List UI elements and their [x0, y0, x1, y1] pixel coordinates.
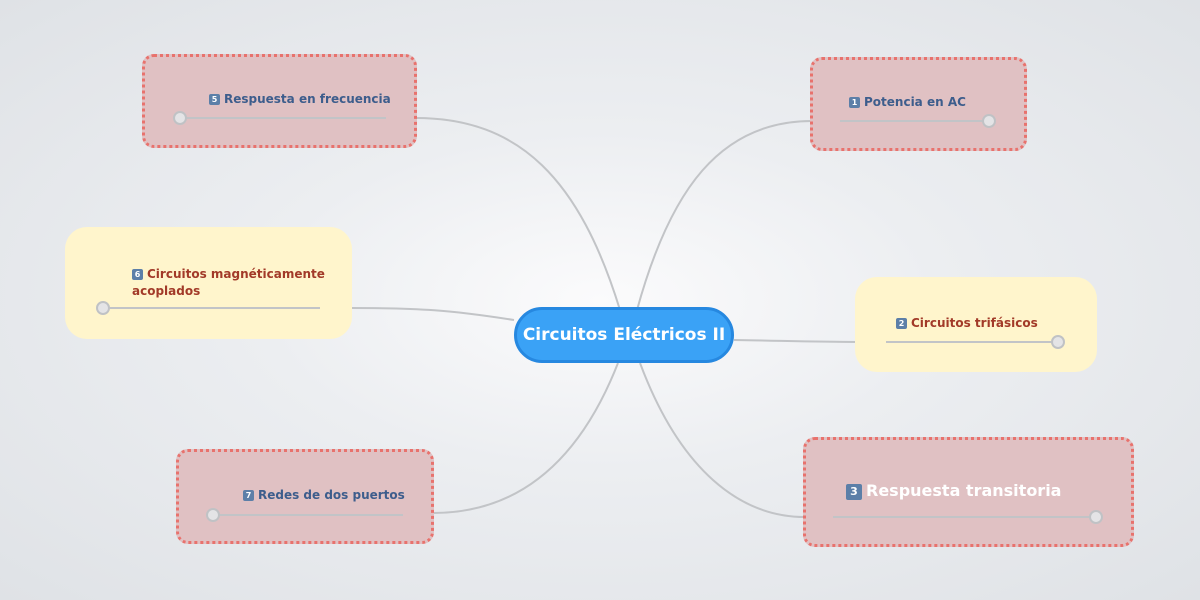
number-2-icon: 2 [896, 318, 907, 329]
topic-7-node[interactable] [176, 449, 434, 544]
link-topic-5 [415, 117, 621, 311]
topic-2-collapse-handle[interactable] [1051, 335, 1065, 349]
topic-7-underline [213, 514, 403, 516]
topic-5-node[interactable] [142, 54, 417, 148]
topic-3-collapse-handle[interactable] [1089, 510, 1103, 524]
link-topic-1 [636, 120, 813, 311]
central-topic-label: Circuitos Eléctricos II [522, 325, 726, 345]
topic-1-underline [840, 120, 989, 122]
number-3-icon: 3 [846, 484, 862, 500]
topic-6-collapse-handle[interactable] [96, 301, 110, 315]
number-1-icon: 1 [849, 97, 860, 108]
topic-3-underline [833, 516, 1096, 518]
topic-2-underline [886, 341, 1058, 343]
topic-6-underline [103, 307, 320, 309]
link-topic-2 [733, 339, 858, 343]
number-7-icon: 7 [243, 490, 254, 501]
topic-6-node[interactable] [65, 227, 352, 339]
topic-1-node[interactable] [810, 57, 1027, 151]
link-topic-6 [350, 307, 515, 321]
topic-1-collapse-handle[interactable] [982, 114, 996, 128]
link-topic-7 [432, 362, 619, 514]
number-5-icon: 5 [209, 94, 220, 105]
topic-2-node[interactable] [855, 277, 1097, 372]
link-topic-3 [639, 362, 806, 518]
topic-5-collapse-handle[interactable] [173, 111, 187, 125]
central-topic[interactable]: Circuitos Eléctricos II [514, 307, 734, 363]
topic-5-underline [180, 117, 386, 119]
number-6-icon: 6 [132, 269, 143, 280]
topic-7-collapse-handle[interactable] [206, 508, 220, 522]
